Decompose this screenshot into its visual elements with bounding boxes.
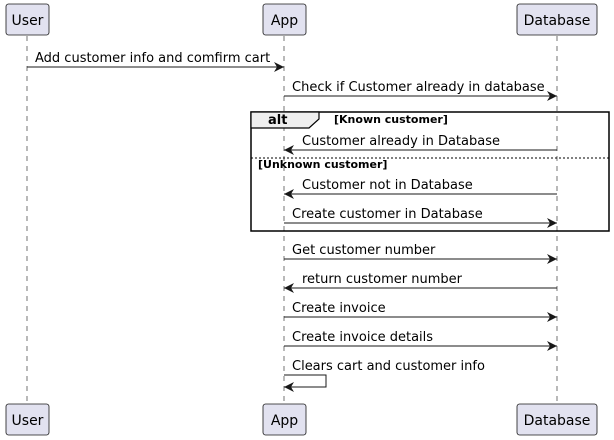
participant-user-top: User [5,3,50,36]
message-label: Customer already in Database [302,134,500,149]
message-1: Add customer info and comfirm cart [27,51,284,72]
message-label: Create invoice [292,301,386,316]
participant-database-top: Database [516,3,598,36]
message-7: return customer number [284,272,557,293]
participant-app-bottom: App [262,403,307,436]
participant-user-bottom: User [5,403,50,436]
message-label: Create invoice details [292,330,433,345]
guard-known-customer: [Known customer] [334,113,448,126]
message-6: Get customer number [284,243,557,264]
participant-app-top: App [262,3,307,36]
self-message-arrow [284,374,327,392]
alt-tab [250,111,320,129]
message-9: Create invoice details [284,330,557,351]
message-4: Customer not in Database [284,178,557,199]
participant-label: Database [524,13,591,29]
message-label: Clears cart and customer info [292,359,485,374]
participant-label: App [271,13,298,29]
alt-keyword: alt [268,113,287,128]
guard-unknown-customer: [Unknown customer] [258,158,387,171]
message-8: Create invoice [284,301,557,322]
message-3: Customer already in Database [284,134,557,155]
alt-frame [250,111,610,232]
message-label: Add customer info and comfirm cart [35,51,270,66]
message-label: Check if Customer already in database [292,80,545,95]
message-label: Create customer in Database [292,207,483,222]
alt-fragment: alt [Known customer] [Unknown customer] [250,111,610,232]
participant-label: Database [524,413,591,429]
message-label: Customer not in Database [302,178,473,193]
participant-label: App [271,413,298,429]
participant-label: User [12,413,44,429]
participant-database-bottom: Database [516,403,598,436]
participant-label: User [12,13,44,29]
message-label: return customer number [302,272,463,287]
message-label: Get customer number [292,243,436,258]
message-5: Create customer in Database [284,207,557,228]
message-10-self: Clears cart and customer info [284,359,485,392]
message-2: Check if Customer already in database [284,80,557,101]
